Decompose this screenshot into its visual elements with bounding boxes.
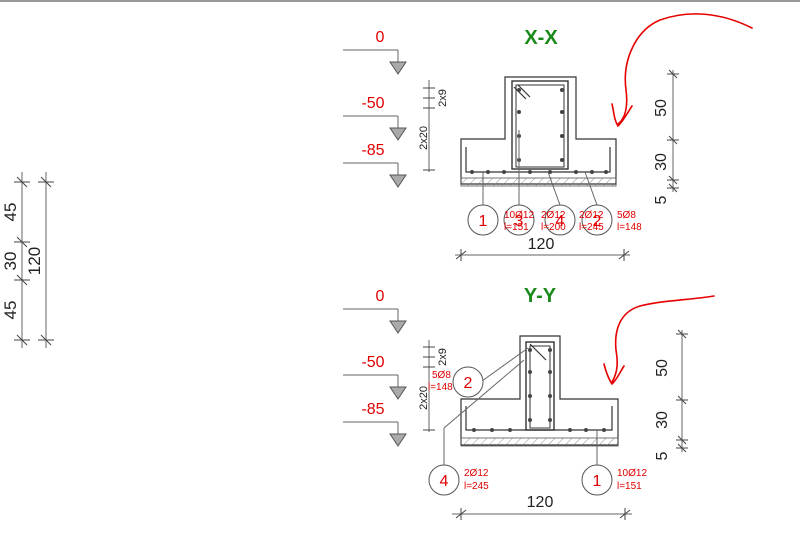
svg-text:4: 4 xyxy=(440,473,449,490)
bubble-1: 1 xyxy=(467,204,499,236)
svg-text:4: 4 xyxy=(556,213,565,230)
section-yy-width-dim: 120 xyxy=(452,494,632,520)
dim-30: 30 xyxy=(653,153,670,171)
dim-50: 50 xyxy=(653,99,670,117)
bar-callout-1-line1: 10Ø12 xyxy=(504,210,534,221)
bar-callout-4-yy-line1: 2Ø12 xyxy=(464,468,489,479)
section-xx: X-X 0 -50 -85 2x9 2x20 xyxy=(343,13,753,261)
level-marker-minus-50-yy: -50 xyxy=(343,354,407,400)
section-yy: Y-Y 0 -50 -85 2x9 2x20 xyxy=(343,285,715,520)
bar-callout-4-yy-line2: l=245 xyxy=(464,481,489,492)
bar-callout-2-yy-line1: 5Ø8 xyxy=(432,370,451,381)
level-marker-minus-85-yy: -85 xyxy=(343,401,407,447)
section-xx-title: X-X xyxy=(524,27,558,49)
left-dim-45-bottom: 45 xyxy=(1,301,20,320)
level-label-0: 0 xyxy=(376,29,385,46)
section-yy-right-dims: 50 30 5 xyxy=(654,329,688,460)
dim-width-120: 120 xyxy=(528,236,555,253)
level-marker-minus-50: -50 xyxy=(343,95,407,141)
section-xx-hatch xyxy=(460,177,617,187)
left-dim-30: 30 xyxy=(1,252,20,271)
bubble-2: 2 xyxy=(581,204,613,236)
dim-30-yy: 30 xyxy=(654,411,671,429)
bubble-4-yy: 4 xyxy=(428,464,460,496)
section-yy-hatch xyxy=(460,437,619,447)
section-xx-outline xyxy=(460,76,617,185)
section-xx-bars xyxy=(470,88,608,174)
red-arrow-annotation-xx xyxy=(611,13,753,127)
bar-callout-1-line2: l=151 xyxy=(504,222,529,233)
section-xx-width-dim: 120 xyxy=(455,236,630,261)
section-yy-left-dims: 2x9 2x20 xyxy=(418,340,449,432)
dim-width-120-yy: 120 xyxy=(527,494,554,511)
bar-callout-2-line1: 5Ø8 xyxy=(617,210,636,221)
section-yy-title: Y-Y xyxy=(524,285,557,307)
dim-5-yy: 5 xyxy=(654,451,671,460)
section-xx-leaders xyxy=(482,130,598,206)
bar-callouts-yy: 5Ø8 l=148 2Ø12 l=245 10Ø12 l=151 xyxy=(428,370,647,492)
section-yy-leaders xyxy=(443,347,598,465)
red-arrow-annotation-yy xyxy=(603,295,715,385)
left-dim-total: 120 xyxy=(25,247,44,275)
dim-2x9-yy: 2x9 xyxy=(437,348,449,366)
bar-callout-2-yy-line2: l=148 xyxy=(428,382,453,393)
dim-5: 5 xyxy=(653,195,670,204)
bubble-1-yy: 1 xyxy=(581,464,613,496)
bar-callout-3-line2: l=200 xyxy=(541,222,566,233)
level-marker-0-yy: 0 xyxy=(343,288,407,334)
level-marker-0: 0 xyxy=(343,29,407,75)
dim-2x20-yy: 2x20 xyxy=(418,386,430,410)
svg-text:2: 2 xyxy=(593,213,602,230)
level-label-minus-85: -85 xyxy=(361,142,384,159)
level-label-minus-50-yy: -50 xyxy=(361,354,384,371)
bubble-3: 3 xyxy=(503,204,535,236)
dim-50-yy: 50 xyxy=(654,359,671,377)
bar-callout-4-line1: 2Ø12 xyxy=(579,210,604,221)
bar-callouts-xx: 10Ø12 l=151 2Ø12 l=200 2Ø12 l=245 5Ø8 l=… xyxy=(504,210,642,233)
svg-text:3: 3 xyxy=(515,213,524,230)
bubble-4: 4 xyxy=(544,204,576,236)
section-yy-outline xyxy=(460,335,619,446)
section-xx-stirrup xyxy=(511,80,569,170)
svg-text:1: 1 xyxy=(593,473,602,490)
bubble-2-yy: 2 xyxy=(452,366,484,398)
bar-callout-2-line2: l=148 xyxy=(617,222,642,233)
bar-callout-3-line1: 2Ø12 xyxy=(541,210,566,221)
section-xx-left-dims: 2x9 2x20 xyxy=(418,80,449,172)
dim-2x20: 2x20 xyxy=(418,126,430,150)
bar-callout-1-yy-line1: 10Ø12 xyxy=(617,468,647,479)
left-dim-45-top: 45 xyxy=(1,203,20,222)
svg-text:2: 2 xyxy=(464,375,473,392)
bar-callout-4-line2: l=245 xyxy=(579,222,604,233)
svg-text:1: 1 xyxy=(479,213,488,230)
level-label-minus-50: -50 xyxy=(361,95,384,112)
level-label-0-yy: 0 xyxy=(376,288,385,305)
level-label-minus-85-yy: -85 xyxy=(361,401,384,418)
bar-callout-1-yy-line2: l=151 xyxy=(617,481,642,492)
section-xx-right-dims: 50 30 5 xyxy=(653,69,679,204)
left-dimension-chain: 45 30 45 120 xyxy=(1,172,54,348)
section-yy-bars xyxy=(472,348,606,432)
dim-2x9: 2x9 xyxy=(437,89,449,107)
level-marker-minus-85: -85 xyxy=(343,142,407,188)
